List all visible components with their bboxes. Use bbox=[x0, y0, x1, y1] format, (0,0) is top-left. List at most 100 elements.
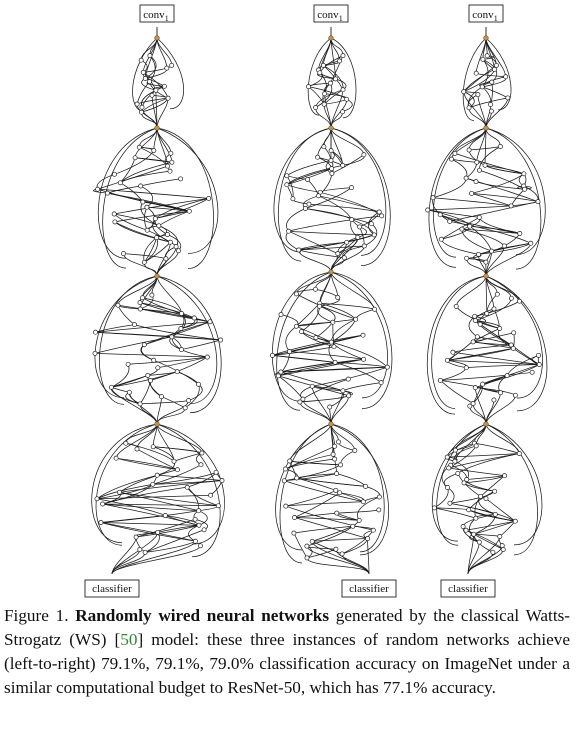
graph-node bbox=[489, 79, 495, 85]
graph-node bbox=[145, 372, 151, 378]
graph-edge bbox=[278, 358, 364, 377]
graph-edge bbox=[440, 214, 520, 234]
graph-node bbox=[376, 494, 382, 500]
graph-node bbox=[150, 481, 156, 487]
graph-node bbox=[480, 56, 486, 62]
aggregation-node bbox=[154, 125, 160, 131]
graph-edge bbox=[288, 230, 375, 236]
graph-edge bbox=[467, 549, 504, 575]
graph-node bbox=[141, 342, 147, 348]
graph-node bbox=[283, 503, 289, 509]
graph-edge bbox=[116, 457, 178, 471]
graph-edge bbox=[111, 375, 148, 388]
aggregation-node bbox=[328, 269, 334, 275]
graph-node bbox=[169, 334, 175, 340]
graph-edge bbox=[434, 507, 476, 519]
graph-node bbox=[483, 259, 489, 265]
graph-node bbox=[137, 300, 143, 306]
graph-edge bbox=[330, 395, 350, 425]
graph-edge bbox=[141, 89, 157, 108]
graph-node bbox=[464, 477, 470, 482]
graph-node bbox=[294, 475, 300, 481]
graph-node bbox=[167, 239, 173, 245]
graph-node bbox=[133, 534, 139, 540]
graph-edge bbox=[457, 473, 481, 497]
graph-edge bbox=[146, 206, 190, 212]
graph-node bbox=[312, 286, 318, 292]
graph-edge bbox=[449, 502, 516, 522]
figure-caption: Figure 1. Randomly wired neural networks… bbox=[4, 604, 570, 700]
outer-arc-edge bbox=[99, 275, 158, 405]
graph-node bbox=[445, 485, 450, 490]
graph-node bbox=[269, 352, 275, 358]
graph-edge bbox=[119, 491, 199, 512]
graph-node bbox=[165, 95, 171, 101]
graph-edge bbox=[140, 344, 154, 361]
graph-edge bbox=[341, 553, 370, 575]
graph-edge bbox=[95, 331, 221, 341]
graph-edge bbox=[156, 98, 169, 129]
caption-prefix: Figure 1. bbox=[4, 606, 76, 625]
graph-node bbox=[93, 329, 98, 335]
graph-node bbox=[536, 362, 542, 367]
graph-node bbox=[309, 383, 315, 389]
graph-edge bbox=[188, 383, 203, 401]
graph-node bbox=[376, 507, 382, 513]
graph-edge bbox=[306, 557, 370, 575]
graph-edge bbox=[139, 403, 158, 425]
graph-edge bbox=[152, 464, 202, 485]
graph-node bbox=[333, 487, 339, 493]
graph-node bbox=[284, 173, 290, 179]
outer-arc-edge bbox=[433, 127, 487, 258]
outer-arc-edge bbox=[485, 127, 542, 270]
graph-edge bbox=[485, 243, 532, 277]
graph-node bbox=[497, 534, 503, 539]
graph-node bbox=[491, 397, 497, 403]
network-2-edges bbox=[271, 27, 393, 575]
graph-node bbox=[340, 109, 346, 115]
outer-arc-edge bbox=[431, 275, 487, 409]
graph-node bbox=[479, 84, 485, 90]
graph-node bbox=[340, 53, 346, 59]
graph-node bbox=[125, 361, 131, 367]
outer-arc-edge bbox=[279, 423, 332, 564]
aggregation-node bbox=[154, 421, 160, 427]
graph-node bbox=[182, 405, 188, 411]
graph-node bbox=[196, 522, 202, 528]
graph-edge bbox=[440, 367, 467, 381]
graph-edge bbox=[482, 86, 508, 99]
graph-node bbox=[278, 312, 284, 317]
graph-node bbox=[320, 62, 326, 68]
graph-edge bbox=[102, 503, 219, 507]
graph-edge bbox=[156, 127, 173, 163]
graph-edge bbox=[288, 230, 338, 254]
graph-node bbox=[292, 515, 297, 520]
conv1-label: conv1 bbox=[472, 9, 497, 23]
graph-node bbox=[117, 489, 122, 495]
graph-node bbox=[327, 404, 333, 410]
graph-node bbox=[299, 329, 304, 335]
graph-edge bbox=[139, 302, 211, 323]
graph-node bbox=[147, 53, 153, 59]
graph-edge bbox=[96, 494, 211, 500]
graph-edge bbox=[471, 193, 512, 207]
graph-node bbox=[336, 439, 341, 445]
graph-node bbox=[149, 292, 155, 298]
graph-edge bbox=[471, 192, 539, 202]
graph-node bbox=[480, 381, 486, 387]
outer-arc-edge bbox=[485, 37, 512, 111]
graph-node bbox=[511, 330, 517, 336]
graph-node bbox=[149, 92, 155, 98]
graph-node bbox=[175, 248, 181, 254]
graph-node bbox=[505, 95, 511, 101]
graph-node bbox=[516, 451, 522, 456]
graph-edge bbox=[330, 55, 344, 84]
citation-link[interactable]: 50 bbox=[120, 630, 138, 649]
graph-node bbox=[492, 511, 498, 517]
graph-node bbox=[335, 251, 341, 257]
graph-edge bbox=[144, 207, 148, 231]
graph-node bbox=[337, 490, 343, 496]
graph-edge bbox=[155, 210, 190, 219]
graph-edge bbox=[467, 552, 494, 575]
graph-edge bbox=[367, 538, 370, 575]
